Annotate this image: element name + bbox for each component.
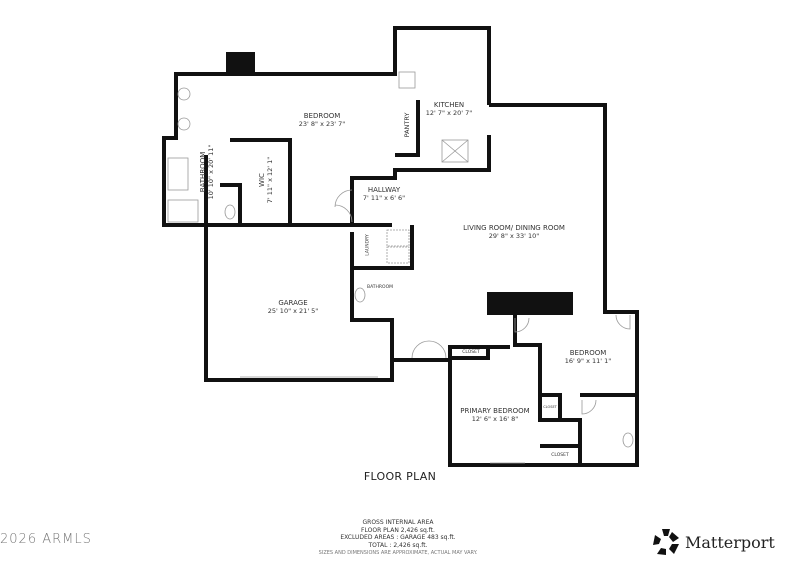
kitchen-island <box>441 139 469 163</box>
room-name: HALLWAY <box>367 186 401 194</box>
room-name: WIC <box>258 173 266 187</box>
wall-closet-primary <box>450 347 490 360</box>
room-name: GARAGE <box>278 299 308 307</box>
washer <box>386 229 410 247</box>
room-closet: CLOSET <box>462 350 480 355</box>
toilet <box>354 287 366 303</box>
room-dims: 12' 7" x 20' 7" <box>425 109 473 117</box>
matterport-logo-icon <box>653 529 679 555</box>
sink <box>177 117 191 131</box>
copyright-watermark: 2026 ARMLS <box>0 532 92 547</box>
wall-laundry <box>350 232 394 362</box>
toilet <box>224 204 236 220</box>
matterport-logo: Matterport <box>652 528 775 556</box>
wall-closet <box>540 444 582 465</box>
room-closet: CLOSET <box>551 453 569 458</box>
wall-bath-toilet <box>220 183 242 225</box>
room-bathroom-small: BATHROOM <box>366 285 394 290</box>
bathtub <box>167 157 189 191</box>
walls <box>162 26 639 467</box>
room-dims: 10' 10" x 20' 11" <box>207 144 215 200</box>
disclaimer: SIZES AND DIMENSIONS ARE APPROXIMATE, AC… <box>318 550 478 556</box>
dryer <box>386 246 410 264</box>
wall-garage <box>204 225 450 382</box>
area-heading: GROSS INTERNAL AREA <box>362 519 434 526</box>
shower <box>167 199 199 223</box>
room-name: BEDROOM <box>303 112 341 120</box>
fireplace-bedroom <box>226 52 255 76</box>
area-total: TOTAL : 2,426 sq.ft. <box>368 541 428 549</box>
brand-name: Matterport <box>685 532 775 552</box>
area-floor-plan: FLOOR PLAN 2,426 sq.ft. <box>361 526 435 534</box>
room-name: KITCHEN <box>433 101 465 109</box>
wall-laundry-inner <box>352 225 414 270</box>
wall-closet-small <box>540 393 562 420</box>
fireplace-living <box>487 292 573 315</box>
door-swing <box>581 399 597 415</box>
room-dims: 25' 10" x 21' 5" <box>267 307 319 315</box>
room-dims: 23' 8" x 23' 7" <box>298 120 346 128</box>
room-dims: 7' 11" x 6' 6" <box>362 194 406 202</box>
room-dims: 12' 6" x 16' 8" <box>471 415 519 423</box>
door-swing <box>615 314 631 330</box>
room-dims: 29' 8" x 33' 10" <box>488 232 540 240</box>
room-name: BEDROOM <box>569 349 607 357</box>
wall-hallway <box>350 135 491 225</box>
wall-pantry <box>395 100 420 157</box>
room-dims: 7' 11" x 12' 1" <box>266 156 274 204</box>
room-dims: 16' 9" x 11' 1" <box>564 357 612 365</box>
room-closet: CLOSET <box>543 405 557 409</box>
room-name: BATHROOM <box>199 151 207 193</box>
wall-wic <box>230 138 292 225</box>
area-summary: GROSS INTERNAL AREA FLOOR PLAN 2,426 sq.… <box>319 519 478 558</box>
wall-living-top <box>448 103 639 467</box>
door-swing <box>514 317 530 333</box>
wall-bedroom2 <box>513 312 582 446</box>
fixtures <box>167 71 634 464</box>
room-laundry: LAUNDRY <box>365 234 371 256</box>
area-excluded: EXCLUDED AREAS : GARAGE 483 sq.ft. <box>340 534 456 541</box>
wall-bedroom-wing <box>230 26 491 105</box>
door-swing <box>411 340 447 359</box>
room-name: LIVING ROOM/ DINING ROOM <box>463 224 565 232</box>
room-pantry: PANTRY <box>403 112 411 138</box>
plan-title: FLOOR PLAN <box>363 470 437 483</box>
stove <box>398 71 416 89</box>
wall-bedroom-left <box>162 72 392 227</box>
room-name: PRIMARY BEDROOM <box>460 407 530 415</box>
toilet <box>622 432 634 448</box>
sink <box>177 87 191 101</box>
door-swing <box>334 189 353 223</box>
